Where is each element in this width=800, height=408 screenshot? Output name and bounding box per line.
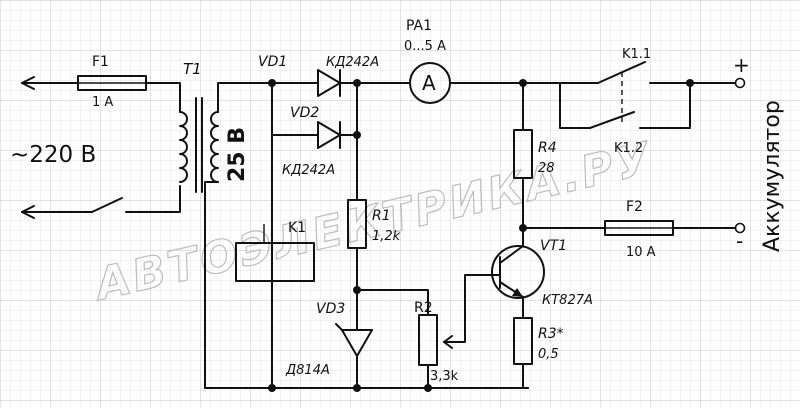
label-vd1-type: КД242А	[326, 55, 379, 70]
transformer-t1	[179, 97, 219, 193]
label-vd3-type: Д814А	[285, 363, 330, 378]
label-r3-value: 0,5	[538, 347, 559, 362]
label-voltage-sec: 25 В	[225, 127, 250, 182]
label-minus: -	[736, 229, 743, 253]
zener-vd3	[335, 323, 373, 389]
potentiometer-r2	[356, 274, 501, 389]
label-r1-value: 1,2k	[372, 229, 401, 244]
terminal-plus	[734, 77, 746, 89]
label-vd3: VD3	[316, 301, 345, 317]
label-plus: +	[733, 53, 750, 77]
label-r2-value: 3,3k	[430, 369, 459, 384]
label-f1: F1	[92, 54, 109, 70]
label-vt1: VT1	[540, 238, 567, 254]
label-f1-rating: 1 A	[92, 95, 113, 110]
terminal-minus	[734, 222, 746, 234]
label-r4: R4	[538, 140, 557, 156]
label-k1: K1	[288, 220, 306, 236]
ammeter-symbol: A	[422, 71, 436, 95]
label-f2: F2	[626, 199, 643, 215]
ammeter-pa1	[356, 62, 524, 104]
label-pa1: PA1	[406, 18, 432, 34]
label-vd2: VD2	[290, 105, 319, 121]
label-r1: R1	[372, 208, 391, 224]
label-voltage-in: ~220 В	[10, 142, 96, 168]
label-vt1-type: КТ827А	[542, 293, 593, 308]
fuse-f2	[522, 220, 736, 236]
label-battery: Аккумулятор	[760, 100, 785, 252]
transistor-vt1	[491, 227, 545, 319]
label-pa1-range: 0...5 A	[404, 39, 446, 54]
label-vd2-type: КД242А	[282, 163, 335, 178]
label-k1-1: K1.1	[622, 47, 651, 62]
label-r3: R3*	[538, 326, 564, 342]
label-r4-value: 28	[538, 161, 555, 176]
relay-coil-k1	[235, 224, 315, 282]
label-t1: T1	[183, 60, 202, 78]
label-f2-rating: 10 A	[626, 245, 656, 260]
label-r2: R2	[414, 300, 433, 316]
mains-input	[21, 75, 181, 219]
label-vd1: VD1	[258, 54, 287, 70]
label-k1-2: K1.2	[614, 141, 643, 156]
relay-contacts-k1	[522, 61, 736, 129]
